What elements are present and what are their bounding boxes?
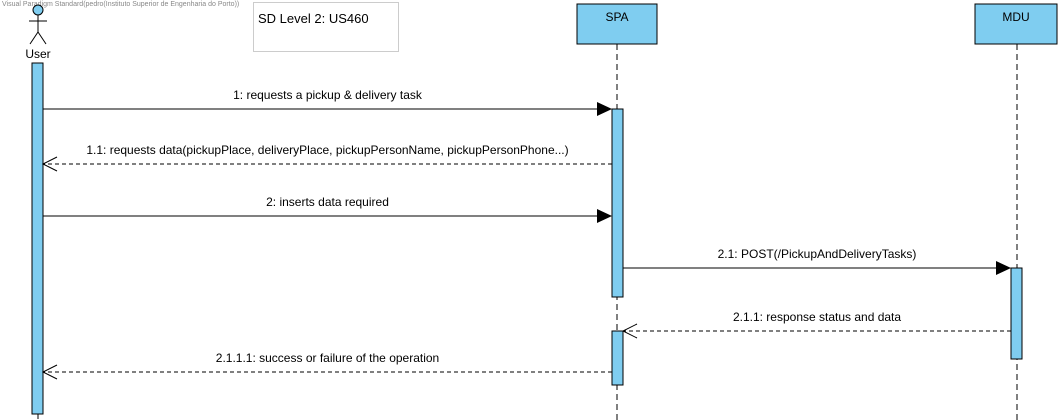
message-label: 2: inserts data required bbox=[266, 195, 389, 209]
message-label: 1: requests a pickup & delivery task bbox=[233, 88, 423, 102]
message-arrowhead bbox=[996, 261, 1011, 275]
participant-label-user: User bbox=[25, 47, 50, 61]
message-6: 2.1.1.1: success or failure of the opera… bbox=[41, 351, 612, 380]
activation-bar-spa bbox=[611, 108, 624, 298]
message-4: 2.1: POST(/PickupAndDeliveryTasks) bbox=[623, 247, 1011, 275]
actor-head bbox=[32, 4, 44, 16]
participant-spa: SPA bbox=[576, 3, 658, 45]
message-label: 2.1.1: response status and data bbox=[733, 310, 901, 324]
actor-user: User bbox=[25, 4, 51, 61]
message-3: 2: inserts data required bbox=[43, 195, 612, 223]
activation-bar-user bbox=[31, 62, 44, 415]
activation-bar-spa bbox=[611, 330, 624, 386]
activation-bar-mdu bbox=[1010, 267, 1023, 360]
participant-box-spa bbox=[576, 3, 658, 45]
message-label: 2.1: POST(/PickupAndDeliveryTasks) bbox=[718, 247, 917, 261]
message-label: 2.1.1.1: success or failure of the opera… bbox=[216, 351, 439, 365]
participant-label-spa: SPA bbox=[605, 10, 628, 24]
diagram-frame: SD Level 2: US460 bbox=[253, 2, 399, 52]
message-arrowhead bbox=[41, 364, 58, 380]
actor-right-leg bbox=[37, 31, 47, 45]
diagram-title: SD Level 2: US460 bbox=[258, 11, 369, 26]
watermark: Visual Paradigm Standard(pedro(Instituto… bbox=[2, 1, 240, 8]
message-5: 2.1.1: response status and data bbox=[621, 310, 1011, 339]
message-2: 1.1: requests data(pickupPlace, delivery… bbox=[41, 143, 612, 172]
message-label: 1.1: requests data(pickupPlace, delivery… bbox=[86, 143, 568, 157]
actor-left-leg bbox=[29, 31, 39, 45]
message-1: 1: requests a pickup & delivery task bbox=[43, 88, 612, 116]
message-arrowhead bbox=[597, 209, 612, 223]
participant-mdu: MDU bbox=[974, 3, 1058, 45]
message-arrowhead bbox=[597, 102, 612, 116]
participant-label-mdu: MDU bbox=[1002, 10, 1029, 24]
message-arrowhead bbox=[41, 156, 58, 172]
participant-box-mdu bbox=[974, 3, 1058, 45]
message-arrowhead bbox=[621, 323, 638, 339]
